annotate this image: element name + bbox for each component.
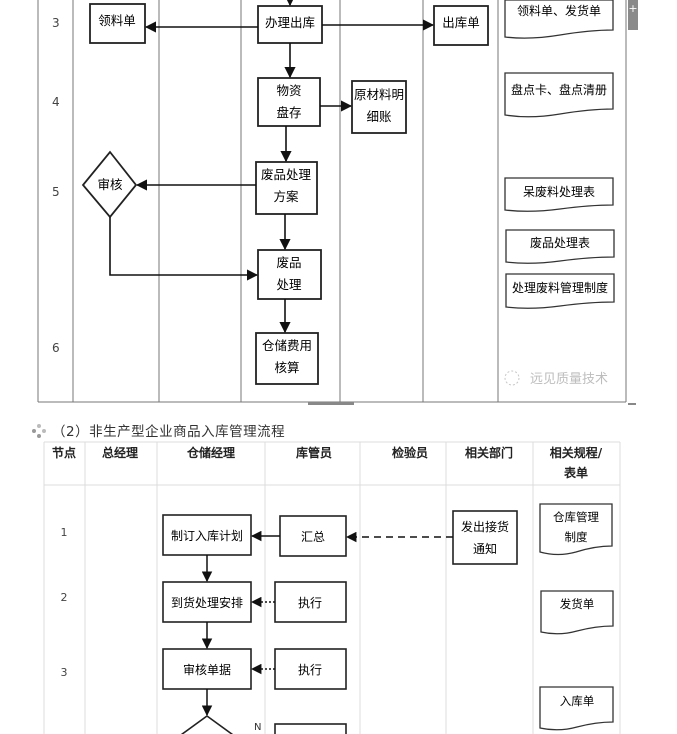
header-warehouse-keeper: 库管员 [296,445,332,460]
node-process-outbound: 办理出库 [257,5,323,44]
node-summarize: 汇总 [279,515,347,557]
scrollbar-thumb-vertical[interactable] [628,0,638,30]
node-storage-cost: 仓储费用 核算 [255,332,319,385]
header-general-manager: 总经理 [102,445,138,460]
document-inventory-cards: 盘点卡、盘点清册 [504,72,614,118]
node-inventory-count: 物资 盘存 [257,77,321,127]
decorative-bullet-icon [32,424,46,438]
document-label: 领料单、发货单 [517,3,601,18]
document-label: 处理废料管理制度 [512,280,608,295]
plus-icon[interactable]: + [628,2,637,15]
node-label: 制订入库计划 [171,528,243,543]
node-arrival-arrangement: 到货处理安排 [162,581,252,623]
document-label: 发货单 [560,597,595,611]
row-number: 3 [52,16,60,30]
node-label: 领料单 [98,13,136,28]
section2-headers: 节点 总经理 仓储经理 库管员 检验员 相关部门 相关规程/ 表单 [52,445,603,480]
node-raw-material-ledger: 原材料明 细账 [351,80,407,134]
node-label: 办理出库 [265,15,315,30]
node-make-inbound-plan: 制订入库计划 [162,514,252,556]
node-review-decision: 审核 [81,150,138,219]
node-outbound-slip: 出库单 [433,5,489,46]
document-label: 仓库管理 [553,510,599,524]
node-label: 通知 [473,542,497,556]
node-label: 执行 [298,596,322,610]
node-execute-2: 执行 [274,648,347,690]
top-connectors [109,0,435,334]
node-decision-partial [180,715,234,734]
node-label: 审核 [97,177,123,192]
header-procedures: 相关规程/ [550,445,603,460]
node-label: 处理 [276,277,302,292]
node-label: 执行 [298,663,322,677]
header-storage-manager: 仓储经理 [186,445,235,460]
header-related-dept: 相关部门 [465,445,513,460]
document-requisition-delivery: 领料单、发货单 [504,0,614,39]
section-title: （2）非生产型企业商品入库管理流程 [52,424,286,440]
document-waste-form: 废品处理表 [505,229,615,264]
node-label: 核算 [274,360,299,375]
node-label: 仓储费用 [262,338,312,353]
node-review-documents: 审核单据 [162,648,252,690]
document-label: 废品处理表 [530,235,590,250]
node-label: 方案 [273,189,299,204]
node-waste-handling: 废品 处理 [257,249,322,300]
node-label: 原材料明 [354,87,404,102]
document-label: 入库单 [560,694,595,708]
row-number: 1 [61,526,68,539]
document-obsolete-material-form: 呆废料处理表 [504,177,614,212]
row-number: 4 [52,95,60,109]
node-partial-box [274,723,347,734]
node-label: 发出接货 [461,519,509,534]
node-label: 到货处理安排 [171,595,243,610]
node-label: 盘存 [276,105,301,120]
node-arrival-notice: 发出接货 通知 [452,510,518,565]
section2-grid [43,441,621,734]
node-label: 审核单据 [183,662,231,677]
row-number: 6 [52,341,60,355]
watermark: 远见质量技术 [504,370,608,387]
document-delivery-note: 发货单 [540,590,614,635]
wechat-icon [504,370,520,386]
header-node: 节点 [52,445,76,460]
node-label: 废品处理 [261,167,312,182]
document-warehouse-policy: 仓库管理 制度 [539,503,613,556]
node-label: 出库单 [442,15,480,30]
document-label: 盘点卡、盘点清册 [511,82,607,97]
row-number: 2 [61,591,68,604]
section2-connectors [201,530,453,717]
document-waste-policy: 处理废料管理制度 [505,273,615,309]
row-number: 5 [52,185,60,199]
row-number: 3 [61,666,68,679]
watermark-text: 远见质量技术 [530,372,608,387]
header-inspector: 检验员 [392,445,428,460]
node-label: 汇总 [301,530,325,544]
header-forms: 表单 [563,465,588,480]
node-execute-1: 执行 [274,581,347,623]
node-label: 细账 [366,109,392,124]
document-label: 呆废料处理表 [523,184,595,199]
node-label: 物资 [276,83,301,98]
scrollbar-thumb-horizontal[interactable] [308,402,354,405]
document-inbound-slip: 入库单 [539,686,614,731]
document-label: 制度 [565,530,588,544]
no-branch-label: N [254,722,261,733]
scroll-corner [628,403,636,405]
node-label: 废品 [276,255,301,270]
node-requisition-slip: 领料单 [89,3,146,44]
node-waste-plan: 废品处理 方案 [255,161,318,215]
